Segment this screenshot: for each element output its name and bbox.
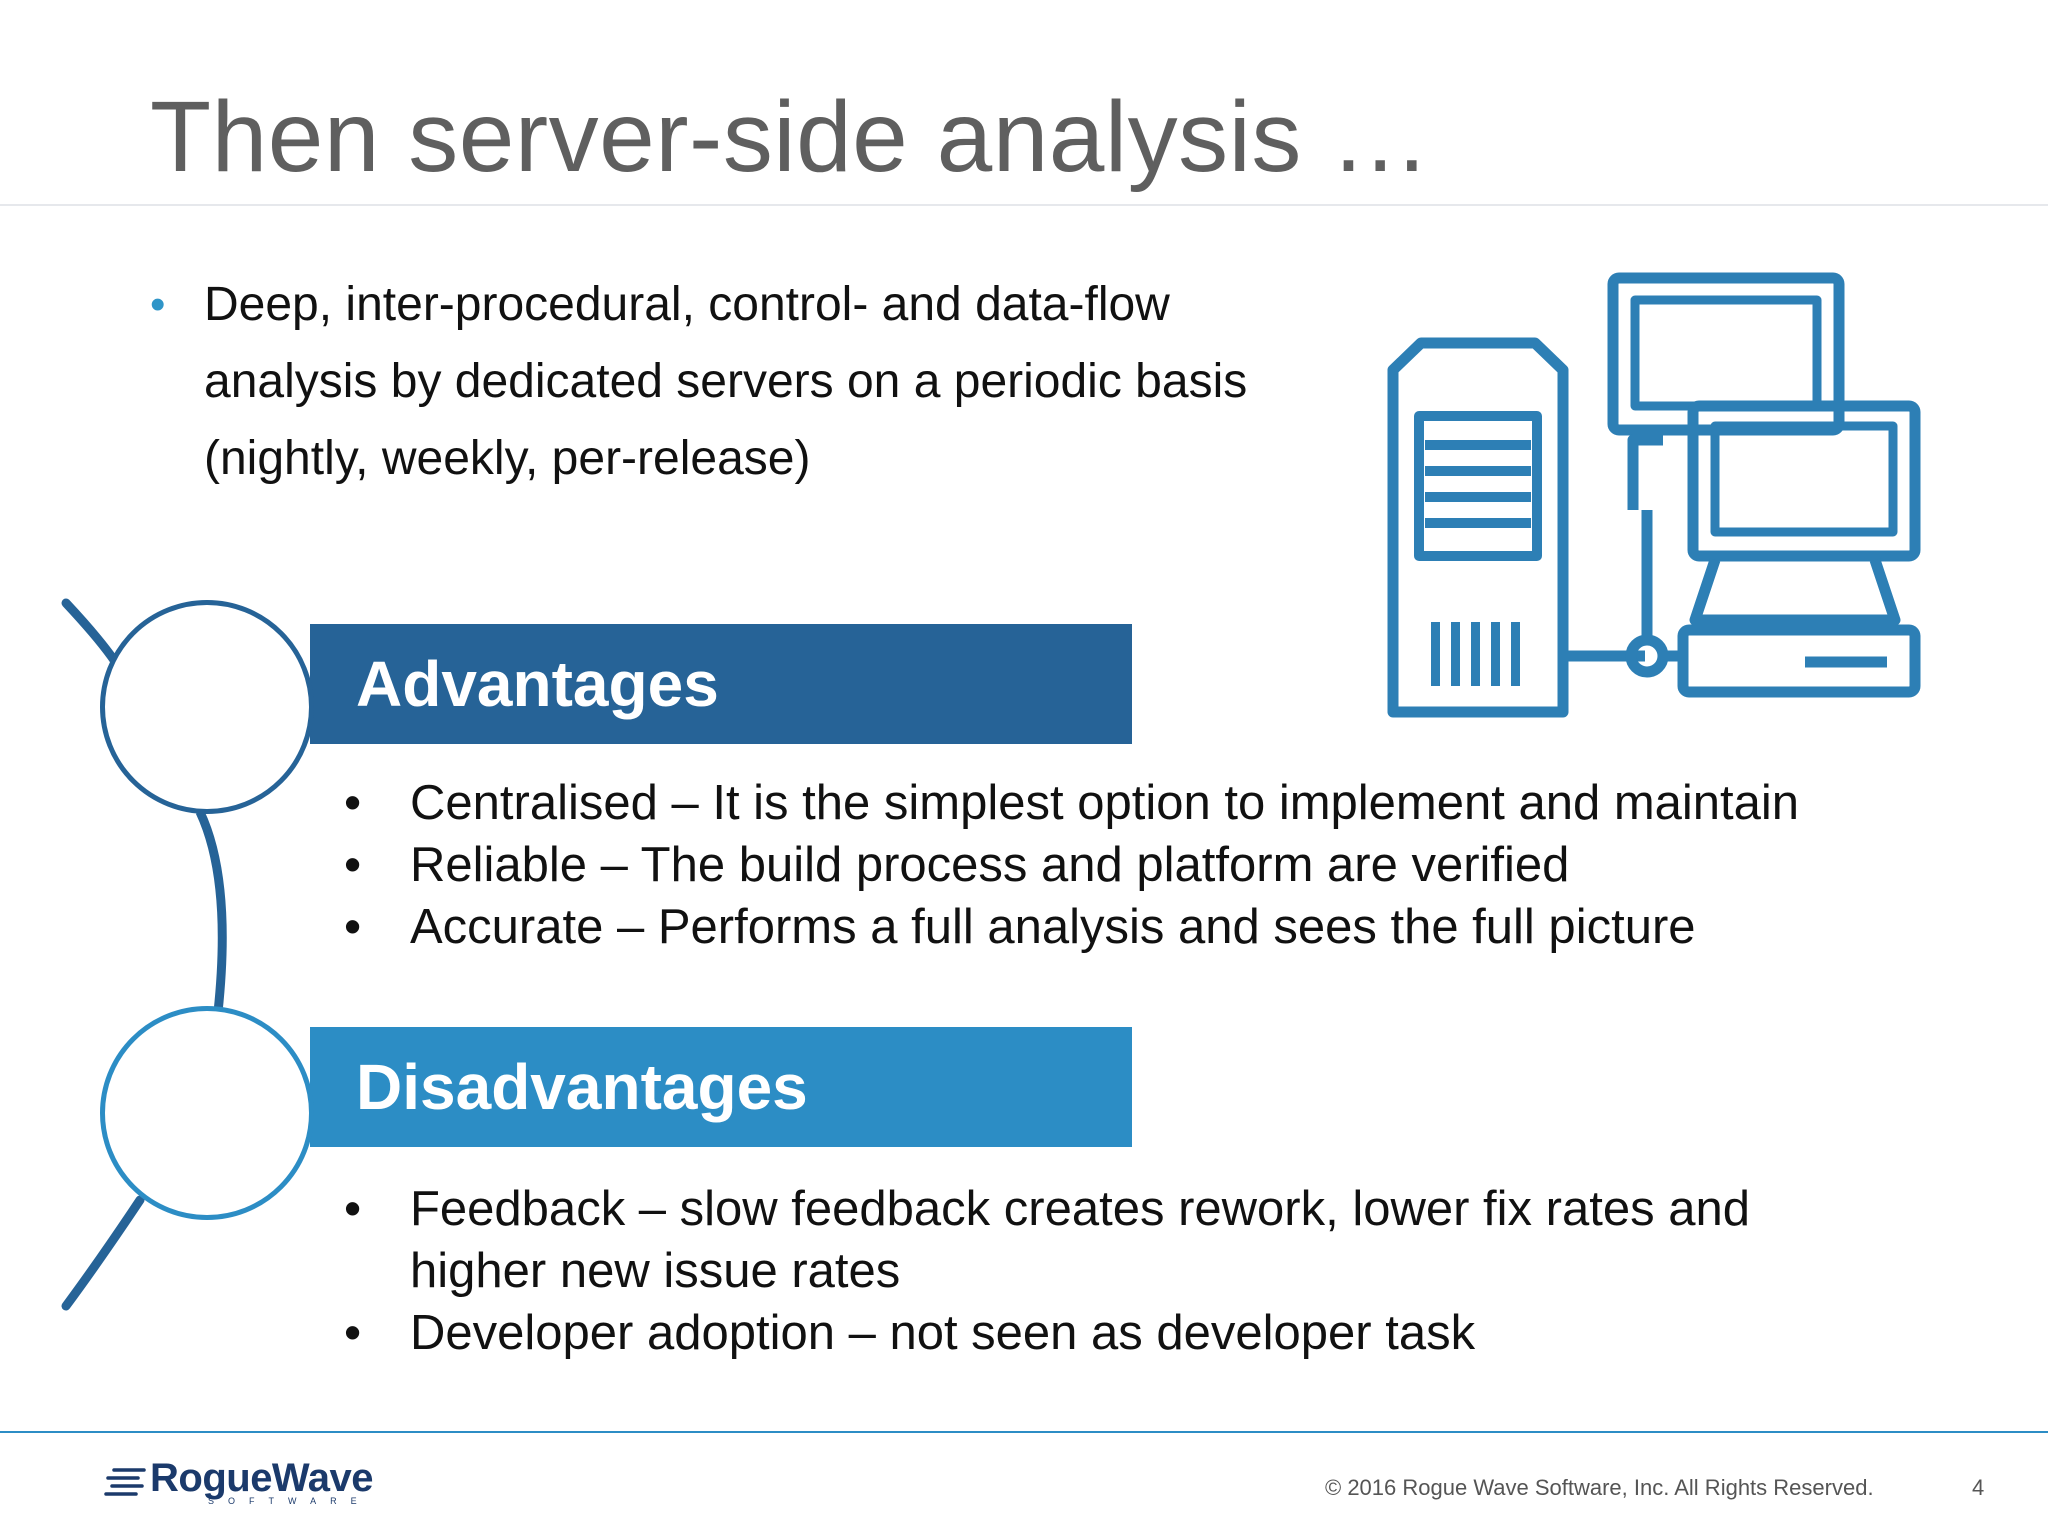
server-and-workstations-icon bbox=[1387, 272, 1921, 718]
advantage-text: Accurate – Performs a full analysis and … bbox=[410, 900, 1696, 954]
bullet-icon: • bbox=[344, 776, 362, 830]
list-item: • Feedback – slow feedback creates rework… bbox=[344, 1178, 1904, 1302]
slide-title: Then server-side analysis … bbox=[150, 81, 1431, 193]
disadvantages-list: • Feedback – slow feedback creates rework… bbox=[344, 1178, 1904, 1364]
bullet-icon: • bbox=[344, 900, 362, 954]
copyright-notice: © 2016 Rogue Wave Software, Inc. All Rig… bbox=[1325, 1475, 1874, 1500]
advantage-text: Centralised – It is the simplest option … bbox=[410, 776, 1800, 830]
title-divider bbox=[0, 204, 2048, 206]
bullet-icon: • bbox=[150, 280, 166, 329]
disadvantage-text: Feedback – slow feedback creates rework,… bbox=[410, 1182, 1750, 1236]
bullet-icon: • bbox=[344, 838, 362, 892]
page-number: 4 bbox=[1972, 1475, 1985, 1500]
roguewave-logo: RogueWave SOFTWARE bbox=[104, 1456, 404, 1508]
advantages-list: • Centralised – It is the simplest option… bbox=[344, 772, 1904, 958]
disadvantages-circle bbox=[100, 1006, 314, 1220]
disadvantages-heading: Disadvantages bbox=[310, 1027, 1132, 1147]
advantages-heading: Advantages bbox=[310, 624, 1132, 744]
logo-text: RogueWave bbox=[150, 1456, 373, 1500]
intro-line-3: (nightly, weekly, per-release) bbox=[204, 432, 811, 485]
roguewave-mark-icon bbox=[104, 1468, 146, 1496]
list-item: • Accurate – Performs a full analysis and… bbox=[344, 896, 1904, 958]
bullet-icon: • bbox=[344, 1182, 362, 1236]
intro-line-1: Deep, inter-procedural, control- and dat… bbox=[204, 278, 1170, 331]
list-item: • Developer adoption – not seen as develo… bbox=[344, 1302, 1904, 1364]
list-item: • Reliable – The build process and platfo… bbox=[344, 834, 1904, 896]
advantage-text: Reliable – The build process and platfor… bbox=[410, 838, 1570, 892]
disadvantage-text: Developer adoption – not seen as develop… bbox=[410, 1306, 1476, 1360]
footer-divider bbox=[0, 1431, 2048, 1433]
intro-list: • Deep, inter-procedural, control- and d… bbox=[148, 266, 1348, 497]
intro-line-2: analysis by dedicated servers on a perio… bbox=[204, 355, 1248, 408]
list-item: • Centralised – It is the simplest option… bbox=[344, 772, 1904, 834]
advantages-circle bbox=[100, 600, 314, 814]
bullet-icon: • bbox=[344, 1306, 362, 1360]
intro-item: • Deep, inter-procedural, control- and d… bbox=[148, 266, 1348, 497]
disadvantage-text-cont: higher new issue rates bbox=[410, 1244, 901, 1298]
logo-subtext: SOFTWARE bbox=[208, 1496, 371, 1506]
